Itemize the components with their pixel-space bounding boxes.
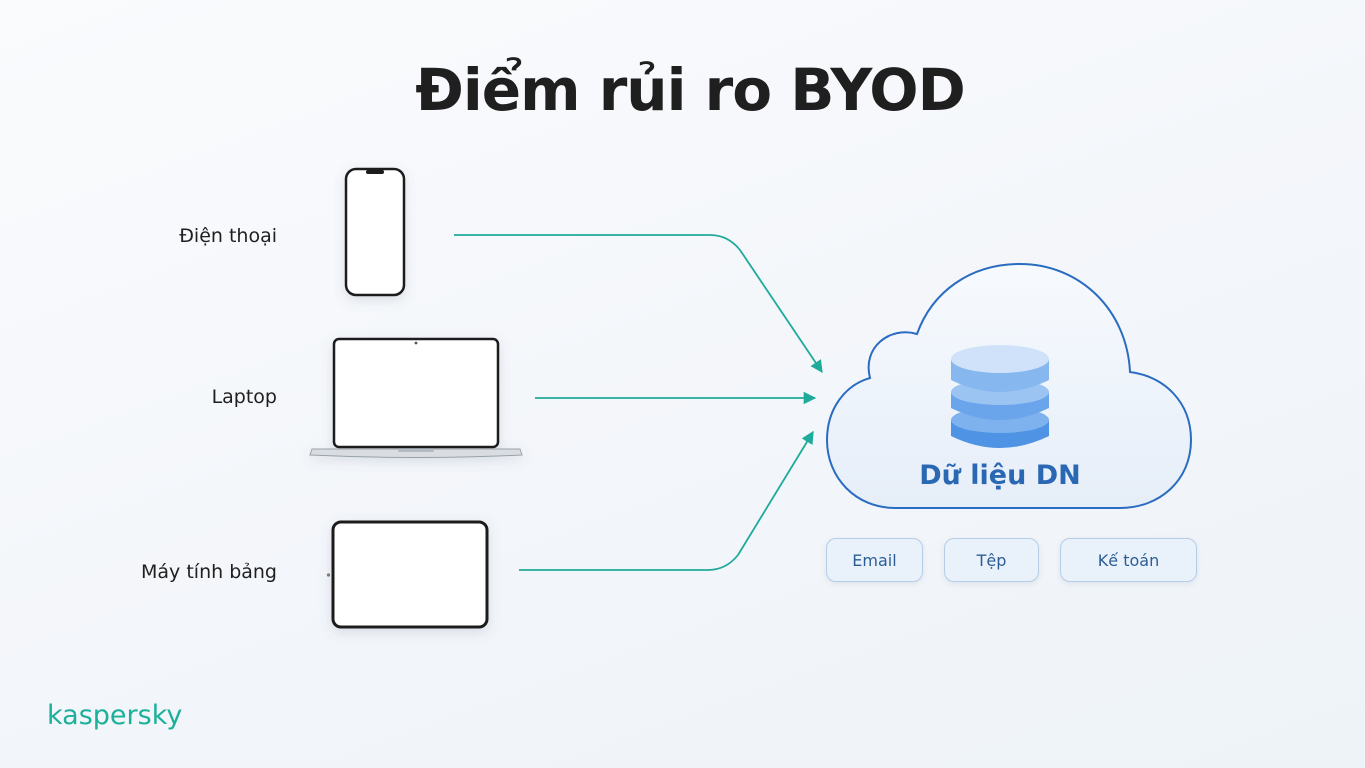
arrows — [454, 234, 823, 571]
device-label-phone: Điện thoại — [179, 225, 277, 247]
laptop-icon — [309, 337, 523, 458]
device-label-tablet: Máy tính bảng — [141, 561, 277, 583]
data-item-email: Email — [826, 538, 923, 582]
smartphone-icon — [344, 167, 406, 297]
data-item-files: Tệp — [944, 538, 1039, 582]
database-icon — [951, 345, 1049, 448]
arrow-tablet — [519, 430, 814, 571]
page-title: Điểm rủi ro BYOD — [415, 56, 965, 124]
tablet-icon — [326, 520, 489, 629]
arrow-phone — [454, 234, 823, 374]
data-item-accounting: Kế toán — [1060, 538, 1197, 582]
device-label-laptop: Laptop — [211, 386, 277, 408]
cloud-label: Dữ liệu DN — [919, 460, 1081, 491]
kaspersky-logo: kaspersky — [47, 700, 183, 731]
